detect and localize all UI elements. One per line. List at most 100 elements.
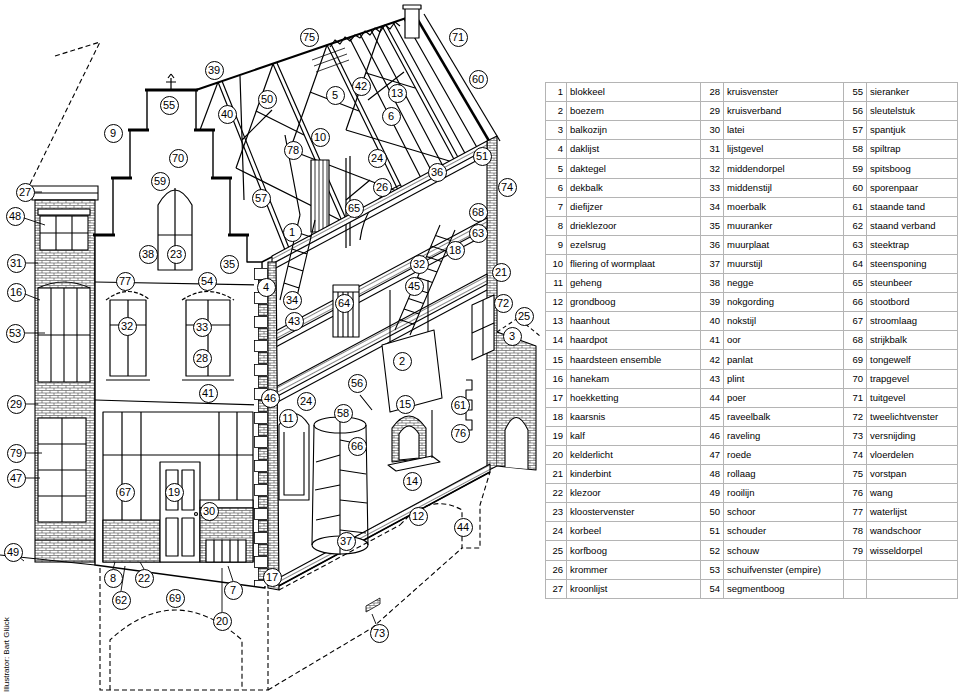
table-cell-empty: [866, 560, 958, 580]
table-cell: 71: [843, 388, 867, 408]
table-cell: stroomlaag: [866, 311, 958, 331]
callout-number: 32: [118, 317, 137, 336]
leader-lines-part: [113, 562, 376, 624]
table-cell: 39: [700, 292, 724, 312]
table-cell: 27: [545, 579, 567, 599]
interior-part: [272, 274, 487, 399]
callout-number: 21: [492, 263, 511, 282]
table-cell: 41: [700, 330, 724, 350]
callout-number: 66: [348, 437, 367, 456]
interior-part: [333, 292, 359, 337]
callout-number: 15: [396, 395, 415, 414]
callout-number: 38: [139, 245, 158, 264]
callout-number: 49: [4, 543, 23, 562]
callout-number: 13: [388, 84, 407, 103]
table-cell: blokkeel: [566, 82, 701, 102]
callout-number: 37: [337, 532, 356, 551]
callout-number: 36: [428, 163, 447, 182]
callout-number: 24: [368, 149, 387, 168]
table-cell: kroonlijst: [566, 579, 701, 599]
callout-number: 71: [449, 28, 468, 47]
callout-number: 9: [104, 124, 123, 143]
front-facade-part: [254, 268, 268, 586]
callout-number: 77: [116, 272, 135, 291]
table-cell: krommer: [566, 560, 701, 580]
table-cell: sleutelstuk: [866, 101, 958, 121]
roof-frame-part: [424, 14, 500, 141]
interior-part: [395, 225, 455, 335]
table-cell: 15: [545, 349, 567, 370]
table-cell: stootbord: [866, 292, 958, 312]
table-cell: kelderlicht: [566, 445, 701, 465]
table-cell: 69: [843, 349, 867, 370]
table-cell: 2: [545, 101, 567, 121]
credit-text: Illustrator: Bart Glück: [2, 617, 11, 692]
table-cell: raveelbalk: [723, 407, 844, 427]
callout-number: 74: [498, 178, 517, 197]
table-cell: roede: [723, 445, 844, 465]
table-cell: 70: [843, 369, 867, 389]
table-cell: 42: [700, 349, 724, 370]
callout-number: 19: [165, 483, 184, 502]
table-cell: 54: [700, 579, 724, 599]
table-cell: 34: [700, 197, 724, 217]
neighbour-house-part: [40, 216, 88, 250]
table-cell: segmentboog: [723, 579, 844, 599]
table-cell: 55: [843, 82, 867, 102]
callout-number: 17: [263, 568, 282, 587]
interior-part: [388, 456, 440, 471]
callout-number: 24: [297, 392, 316, 411]
table-cell: sieranker: [866, 82, 958, 102]
callout-number: 3: [503, 327, 522, 346]
table-cell: steensponing: [866, 254, 958, 274]
cellar-outline-part: [400, 472, 490, 548]
table-cell: korfboog: [566, 540, 701, 561]
table-cell: haardpot: [566, 330, 701, 350]
table-cell: sporenpaar: [866, 178, 958, 198]
table-cell: 79: [843, 540, 867, 561]
table-cell: 56: [843, 101, 867, 121]
interior-part: [272, 290, 487, 405]
callout-number: 44: [454, 518, 473, 537]
table-cell: fliering of wormplaat: [566, 254, 701, 274]
table-cell: 13: [545, 311, 567, 331]
table-cell: 32: [700, 158, 724, 179]
table-cell: 5: [545, 158, 567, 179]
interior-part: [272, 141, 487, 264]
front-facade-part: [206, 540, 246, 562]
table-cell: schuifvenster (empire): [723, 560, 844, 580]
callout-number: 54: [198, 272, 217, 291]
table-cell: 57: [843, 120, 867, 140]
callout-number: 41: [199, 384, 218, 403]
table-cell: diefijzer: [566, 197, 701, 217]
callout-number: 69: [166, 589, 185, 608]
table-cell: 68: [843, 330, 867, 350]
interior-part: [284, 432, 304, 495]
table-cell: geheng: [566, 273, 701, 293]
neighbour-house-part: [38, 418, 86, 522]
table-cell: 14: [545, 330, 567, 350]
callout-number: 62: [112, 591, 131, 610]
table-cell: 30: [700, 120, 724, 140]
table-cell: haardsteen ensemble: [566, 349, 701, 370]
table-cell: kinderbint: [566, 464, 701, 484]
table-cell: grondboog: [566, 292, 701, 312]
callout-number: 73: [370, 624, 389, 643]
table-cell: 46: [700, 426, 724, 446]
leader-lines: [19, 192, 376, 624]
neighbour-house-part: [40, 216, 88, 250]
table-cell: staande tand: [866, 197, 958, 217]
table-cell: 77: [843, 502, 867, 522]
table-cell-empty: [843, 560, 867, 580]
table-cell: poer: [723, 388, 844, 408]
callout-number: 4: [257, 278, 276, 297]
table-cell: kalf: [566, 426, 701, 446]
table-cell: 47: [700, 445, 724, 465]
table-cell: 48: [700, 464, 724, 484]
callout-number: 42: [352, 77, 371, 96]
callout-number: 60: [469, 70, 488, 89]
callout-number: 1: [283, 223, 302, 242]
neighbour-house-part: [38, 288, 90, 382]
roof-frame-part: [200, 26, 382, 168]
callout-number: 29: [7, 395, 26, 414]
